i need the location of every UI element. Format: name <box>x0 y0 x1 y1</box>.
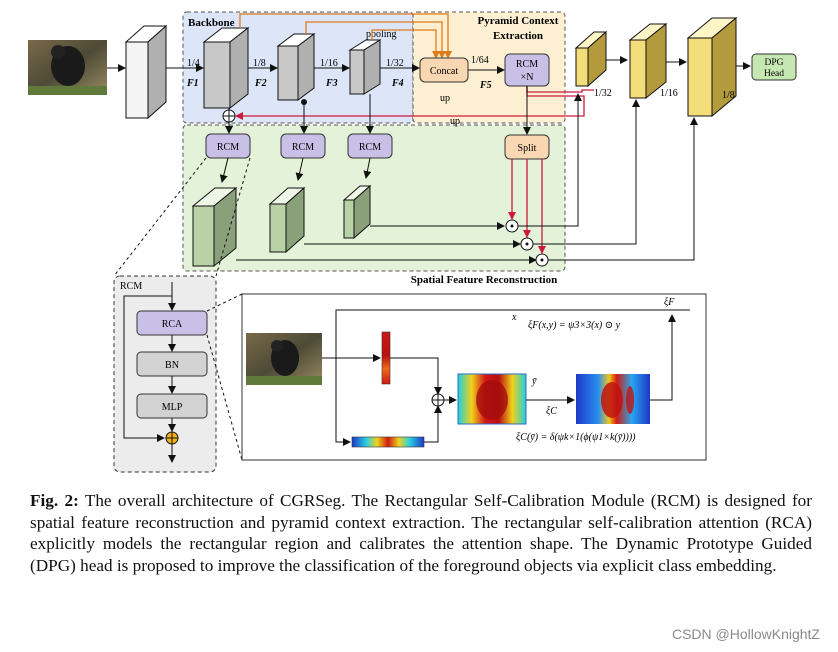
pooling-label: pooling <box>366 29 397 40</box>
sfr-rcm-label-1: RCM <box>217 142 239 153</box>
decoder-scale-3: 1/8 <box>722 90 735 101</box>
pyramid-feature-label: F5 <box>479 80 492 91</box>
rca-heatmap-ybar <box>457 373 527 425</box>
pool-arrow-2 <box>305 21 446 59</box>
split-label: Split <box>518 143 537 154</box>
sfr-title: Spatial Feature Reconstruction <box>411 274 557 286</box>
decoder-block-3 <box>686 16 738 118</box>
dpg-head-box <box>751 53 797 81</box>
pyramid-scale-label: 1/64 <box>471 55 489 66</box>
scale-label-4: 1/32 <box>386 58 404 69</box>
stem-block <box>124 24 168 120</box>
rca-xiC-label: ξC <box>546 406 557 417</box>
sfr-block-2 <box>268 186 306 254</box>
figure-caption-text: The overall architecture of CGRSeg. The … <box>30 491 812 576</box>
rcm-detail-title: RCM <box>120 281 142 292</box>
pyramid-rcm-label: RCM <box>516 59 538 70</box>
rca-input-image <box>246 333 322 385</box>
rca-broadcast-add <box>431 393 445 407</box>
decoder-scale-2: 1/16 <box>660 88 678 99</box>
multiply-node-3 <box>535 253 549 267</box>
input-image <box>28 40 107 95</box>
mlp-block-label: MLP <box>162 402 183 413</box>
pool-arrow-1 <box>239 13 452 59</box>
horizontal-pool-strip <box>351 436 425 448</box>
pyramid-title-line2: Extraction <box>493 30 543 42</box>
rca-x-label: x <box>511 312 517 323</box>
stage2-block <box>276 33 316 101</box>
dpg-head-label-1: DPG <box>764 58 783 68</box>
rca-equation-fusion: ξF(x,y) = ψ3×3(x) ⊙ y <box>528 320 621 331</box>
multiply-node-2 <box>520 237 534 251</box>
rca-xiF-label: ξF <box>664 297 675 308</box>
sfr-rcm-label-3: RCM <box>359 142 381 153</box>
rcm-residual-add <box>165 431 179 445</box>
figure-caption: Fig. 2: The overall architecture of CGRS… <box>30 490 812 577</box>
feature-label-4: F4 <box>391 78 404 89</box>
scale-label-3: 1/16 <box>320 58 338 69</box>
rca-equation-calibration: ξC(ȳ) = δ(ψk×1(ϕ(ψ1×k(ȳ)))) <box>516 432 636 443</box>
sfr-rcm-label-2: RCM <box>292 142 314 153</box>
feature-label-1: F1 <box>186 78 199 89</box>
decoder-block-2 <box>628 22 668 100</box>
pyramid-rcm-repeat: ×N <box>521 72 534 83</box>
concat-label: Concat <box>430 66 459 77</box>
backbone-title: Backbone <box>188 17 235 29</box>
dpg-head-label-2: Head <box>764 69 784 79</box>
rca-skip-x <box>335 309 672 358</box>
scale-label-1: 1/4 <box>187 58 200 69</box>
pool-arrow-3 <box>371 29 440 59</box>
rca-heatmap-calibrated <box>576 374 650 424</box>
decoder-scale-1: 1/32 <box>594 88 612 99</box>
sfr-block-3 <box>342 184 372 240</box>
stage3-block <box>348 39 382 95</box>
rca-block-label: RCA <box>162 319 183 330</box>
up-label-2: up <box>450 116 460 127</box>
decoder-block-1 <box>574 30 608 88</box>
stage1-block <box>202 26 250 110</box>
figure-label: Fig. 2: <box>30 491 79 510</box>
architecture-diagram: Backbone Pyramid Context Extraction pool… <box>28 11 797 473</box>
feature-label-3: F3 <box>325 78 338 89</box>
rca-ybar-label: ȳ <box>531 376 537 387</box>
bn-block-label: BN <box>165 360 179 371</box>
sfr-block-1 <box>191 186 238 268</box>
pyramid-title-line1: Pyramid Context <box>478 15 559 27</box>
multiply-node-1 <box>505 219 519 233</box>
up-label-1: up <box>440 93 450 104</box>
feature-label-2: F2 <box>254 78 267 89</box>
vertical-pool-strip <box>381 331 391 385</box>
watermark: CSDN @HollowKnightZ <box>671 626 820 642</box>
scale-label-2: 1/8 <box>253 58 266 69</box>
